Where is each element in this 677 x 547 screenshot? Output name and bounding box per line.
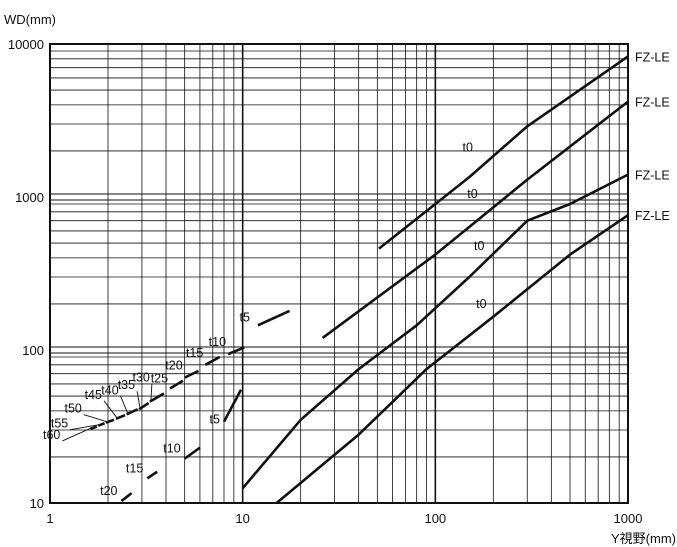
segment-line — [115, 413, 126, 421]
segment-line — [97, 422, 106, 427]
short-segments — [62, 309, 291, 503]
series-line — [241, 173, 629, 490]
leader-line — [83, 414, 108, 423]
series-line — [321, 100, 629, 339]
x-tick-labels: 1 10 100 1000 — [46, 511, 642, 526]
segment-label: t20 — [100, 484, 117, 498]
segment-line — [169, 379, 184, 390]
y-tick-label: 1000 — [15, 190, 44, 205]
series-curve-label: t0 — [467, 187, 477, 201]
segment-label: t35 — [118, 378, 135, 392]
segment-label: t20 — [165, 359, 182, 373]
segment-label: t30 — [133, 371, 150, 385]
leader-line — [70, 424, 100, 431]
major-grid — [50, 44, 628, 503]
x-tick-label: 1 — [46, 511, 53, 526]
segment-label: t50 — [64, 402, 81, 416]
x-tick-label: 1000 — [614, 511, 643, 526]
segment-line — [105, 418, 115, 424]
series-name-label: FZ-LE — [635, 169, 670, 183]
y-tick-label: 10000 — [8, 37, 44, 52]
segment-label: t5 — [210, 413, 220, 427]
segment-line — [183, 446, 201, 460]
leader-line — [103, 400, 118, 419]
segment-line — [120, 492, 133, 503]
segment-label: t15 — [126, 461, 143, 475]
series-curve-label: t0 — [476, 297, 486, 311]
x-tick-label: 100 — [424, 511, 446, 526]
segment-line — [227, 346, 245, 356]
segment-line — [89, 425, 98, 431]
segment-line — [138, 401, 150, 411]
segment-label: t10 — [163, 442, 180, 456]
x-tick-label: 10 — [235, 511, 249, 526]
series-line — [275, 214, 629, 504]
segment-label: t5 — [239, 310, 249, 324]
leader-line — [120, 396, 129, 414]
segment-label: t40 — [101, 383, 118, 397]
segment-label: t15 — [186, 346, 203, 360]
segment-label: t10 — [209, 335, 226, 349]
minor-grid — [50, 44, 628, 503]
segment-label: t55 — [51, 417, 68, 431]
segment-label: t25 — [151, 372, 168, 386]
y-tick-label: 10 — [30, 496, 44, 511]
series-line — [378, 55, 629, 250]
leader-line — [62, 427, 92, 442]
annotations: t0FZ-LEt0FZ-LEt0FZ-LEt0FZ-LEt5t10t15t20t… — [43, 50, 670, 498]
series-name-label: FZ-LE — [635, 50, 670, 64]
segment-label: t45 — [85, 388, 102, 402]
plot-frame — [49, 43, 629, 504]
y-axis-label: WD(mm) — [4, 12, 56, 27]
series-name-label: FZ-LE — [635, 96, 670, 110]
segment-label: t60 — [43, 428, 60, 442]
segment-line — [222, 389, 243, 423]
y-tick-labels: 10 100 1000 10000 — [8, 37, 44, 511]
segment-line — [204, 355, 221, 366]
series-curve-label: t0 — [463, 141, 473, 155]
leader-line — [150, 383, 153, 401]
series-name-label: FZ-LE — [635, 209, 670, 223]
segment-line — [146, 470, 158, 480]
x-axis-label: Y視野(mm) — [611, 531, 676, 546]
segment-line — [126, 408, 139, 416]
series-curve-label: t0 — [474, 239, 484, 253]
segment-line — [149, 392, 165, 403]
segment-line — [257, 309, 291, 327]
leader-line — [136, 391, 141, 409]
y-tick-label: 100 — [22, 343, 44, 358]
segment-line — [184, 369, 200, 379]
series-curves — [241, 55, 629, 504]
